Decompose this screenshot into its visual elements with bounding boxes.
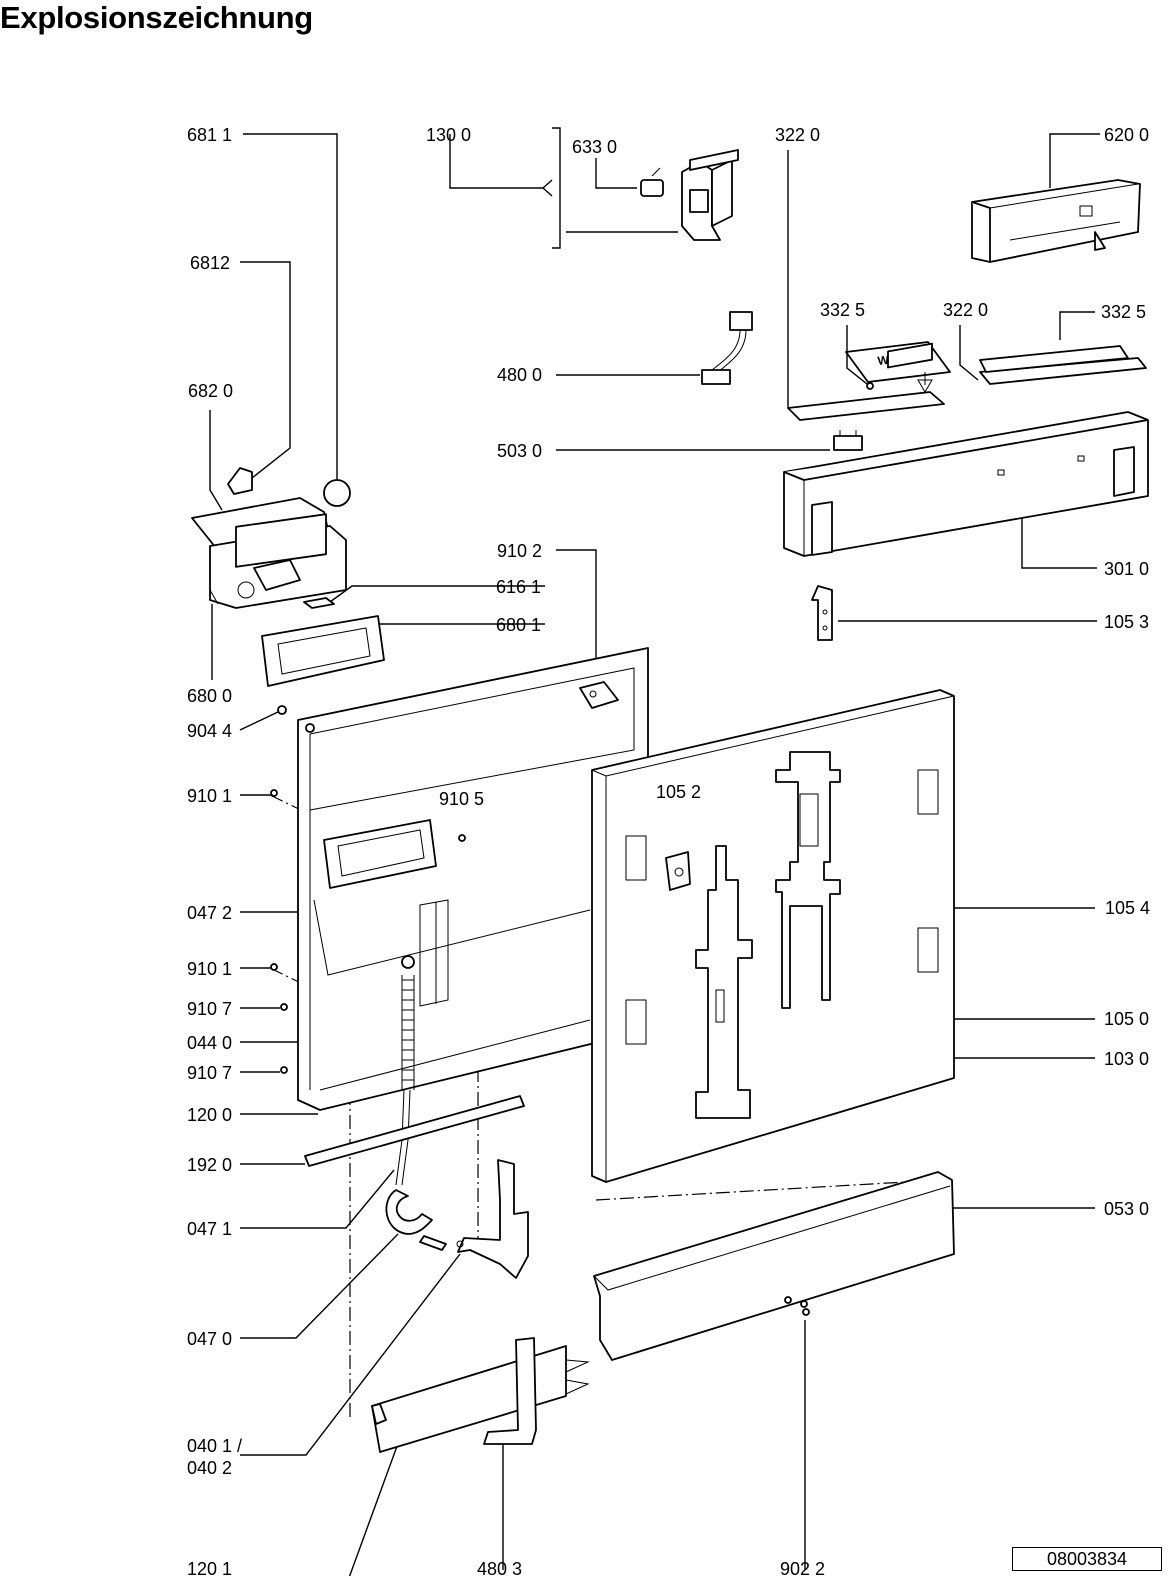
label-1201: 120 1	[187, 1559, 232, 1576]
part-1920-slide-strip	[304, 1095, 525, 1167]
label-0530: 053 0	[1104, 1199, 1149, 1219]
part-3220-trim-strip-front	[787, 391, 945, 421]
screws	[270, 705, 466, 1074]
label-0440: 044 0	[187, 1033, 232, 1053]
part-1201-lower-strip	[371, 1345, 590, 1453]
part-0470-hinge-arm	[385, 1189, 447, 1251]
part-1054-rail	[775, 751, 841, 1009]
part-4803-bracket	[483, 1337, 537, 1445]
label-0402: 040 2	[187, 1458, 232, 1478]
label-3010: 301 0	[1104, 559, 1149, 579]
part-9102-mount	[579, 681, 619, 709]
part-1200-inner-door	[297, 647, 649, 1111]
label-9044: 904 4	[187, 721, 232, 741]
label-3220-mid: 322 0	[943, 300, 988, 320]
label-6811: 681 1	[187, 125, 232, 145]
label-1052: 105 2	[656, 782, 701, 802]
label-6200: 620 0	[1104, 125, 1149, 145]
part-6812-lever	[227, 467, 253, 495]
label-4803: 480 3	[477, 1559, 522, 1576]
label-0472: 047 2	[187, 903, 232, 923]
label-4800: 480 0	[497, 365, 542, 385]
part-1300-bracket	[681, 149, 739, 241]
label-9022: 902 2	[780, 1559, 825, 1576]
label-0401: 040 1 /	[187, 1436, 242, 1456]
label-1200: 120 0	[187, 1105, 232, 1125]
label-9101-upper: 910 1	[187, 786, 232, 806]
label-1030: 103 0	[1104, 1049, 1149, 1069]
part-4800-wire-harness	[701, 311, 753, 385]
label-5030: 503 0	[497, 441, 542, 461]
label-9102: 910 2	[497, 541, 542, 561]
part-6811-gasket-ring	[323, 479, 351, 507]
part-6801-seal-frame	[261, 615, 385, 687]
part-1030-outer-door	[591, 689, 955, 1183]
part-6200-control-module	[971, 179, 1141, 263]
label-9105: 910 5	[439, 789, 484, 809]
label-1920: 192 0	[187, 1155, 232, 1175]
part-5030-clip	[833, 430, 863, 451]
part-0530-kickplate	[593, 1171, 955, 1361]
label-9107-upper: 910 7	[187, 999, 232, 1019]
label-1054: 105 4	[1105, 898, 1150, 918]
label-6801: 680 1	[496, 615, 541, 635]
label-3325-right: 332 5	[1101, 302, 1146, 322]
part-0401-hinge-bracket	[456, 1159, 529, 1279]
label-6820: 682 0	[188, 381, 233, 401]
label-6800: 680 0	[187, 686, 232, 706]
label-3220-top: 322 0	[775, 125, 820, 145]
part-6800-dispenser	[191, 497, 347, 609]
label-0470: 047 0	[187, 1329, 232, 1349]
page-title: Explosionszeichnung	[0, 0, 313, 35]
part-labels: 681 1 130 0 633 0 322 0 620 0 6812 332 5…	[187, 125, 1150, 1576]
part-6161-latch-clip	[303, 597, 335, 609]
part-3010-control-panel	[783, 342, 1149, 557]
part-1050-rail	[695, 845, 753, 1119]
part-6330-switch	[640, 167, 664, 197]
label-9107-lower: 910 7	[187, 1063, 232, 1083]
part-3220-trim-strip-rear	[979, 345, 1147, 385]
label-1050: 105 0	[1104, 1009, 1149, 1029]
part-0440-spring	[395, 955, 415, 1186]
label-6330: 633 0	[572, 137, 617, 157]
label-0471: 047 1	[187, 1219, 232, 1239]
part-1052-catch	[665, 851, 691, 891]
label-6812: 6812	[190, 253, 230, 273]
part-1053-hinge-bracket	[811, 585, 833, 641]
label-3325-left: 332 5	[820, 300, 865, 320]
label-1053: 105 3	[1104, 612, 1149, 632]
document-code: 08003834	[1012, 1547, 1162, 1571]
label-6161: 616 1	[496, 577, 541, 597]
label-9101-lower: 910 1	[187, 959, 232, 979]
label-1300: 130 0	[426, 125, 471, 145]
